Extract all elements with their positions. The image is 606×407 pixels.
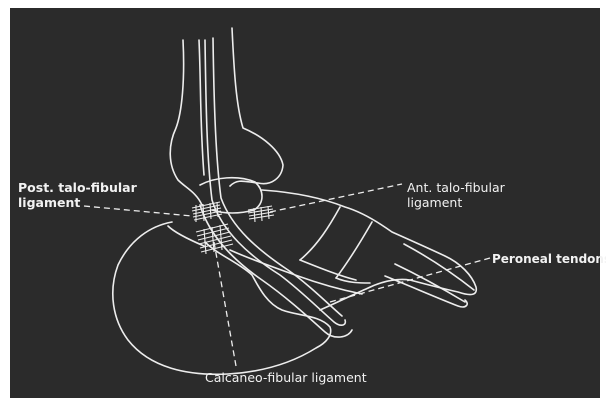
label-ant-talofibular-line1: Ant. talo-fibular (407, 180, 505, 195)
label-post-talofibular-line1: Post. talo-fibular (18, 180, 137, 195)
fibula-outline (170, 40, 204, 205)
label-calcaneofibular: Calcaneo-fibular ligament (205, 370, 367, 385)
midfoot-segment-1 (300, 207, 340, 260)
label-post-talofibular: Post. talo-fibular ligament (18, 180, 137, 210)
label-peroneal-tendons: Peroneal tendons (492, 252, 606, 267)
post-talofibular-ligament (192, 202, 222, 222)
label-ant-talofibular-line2: ligament (407, 195, 505, 210)
leader-ant-talofibular (270, 184, 402, 212)
label-ant-talofibular: Ant. talo-fibular ligament (407, 180, 505, 210)
tibia-outline (230, 28, 283, 186)
label-post-talofibular-line2: ligament (18, 195, 137, 210)
peroneal-tendon-1 (205, 40, 345, 325)
midfoot-segment-2 (336, 222, 372, 278)
ant-talofibular-ligament (248, 206, 274, 222)
